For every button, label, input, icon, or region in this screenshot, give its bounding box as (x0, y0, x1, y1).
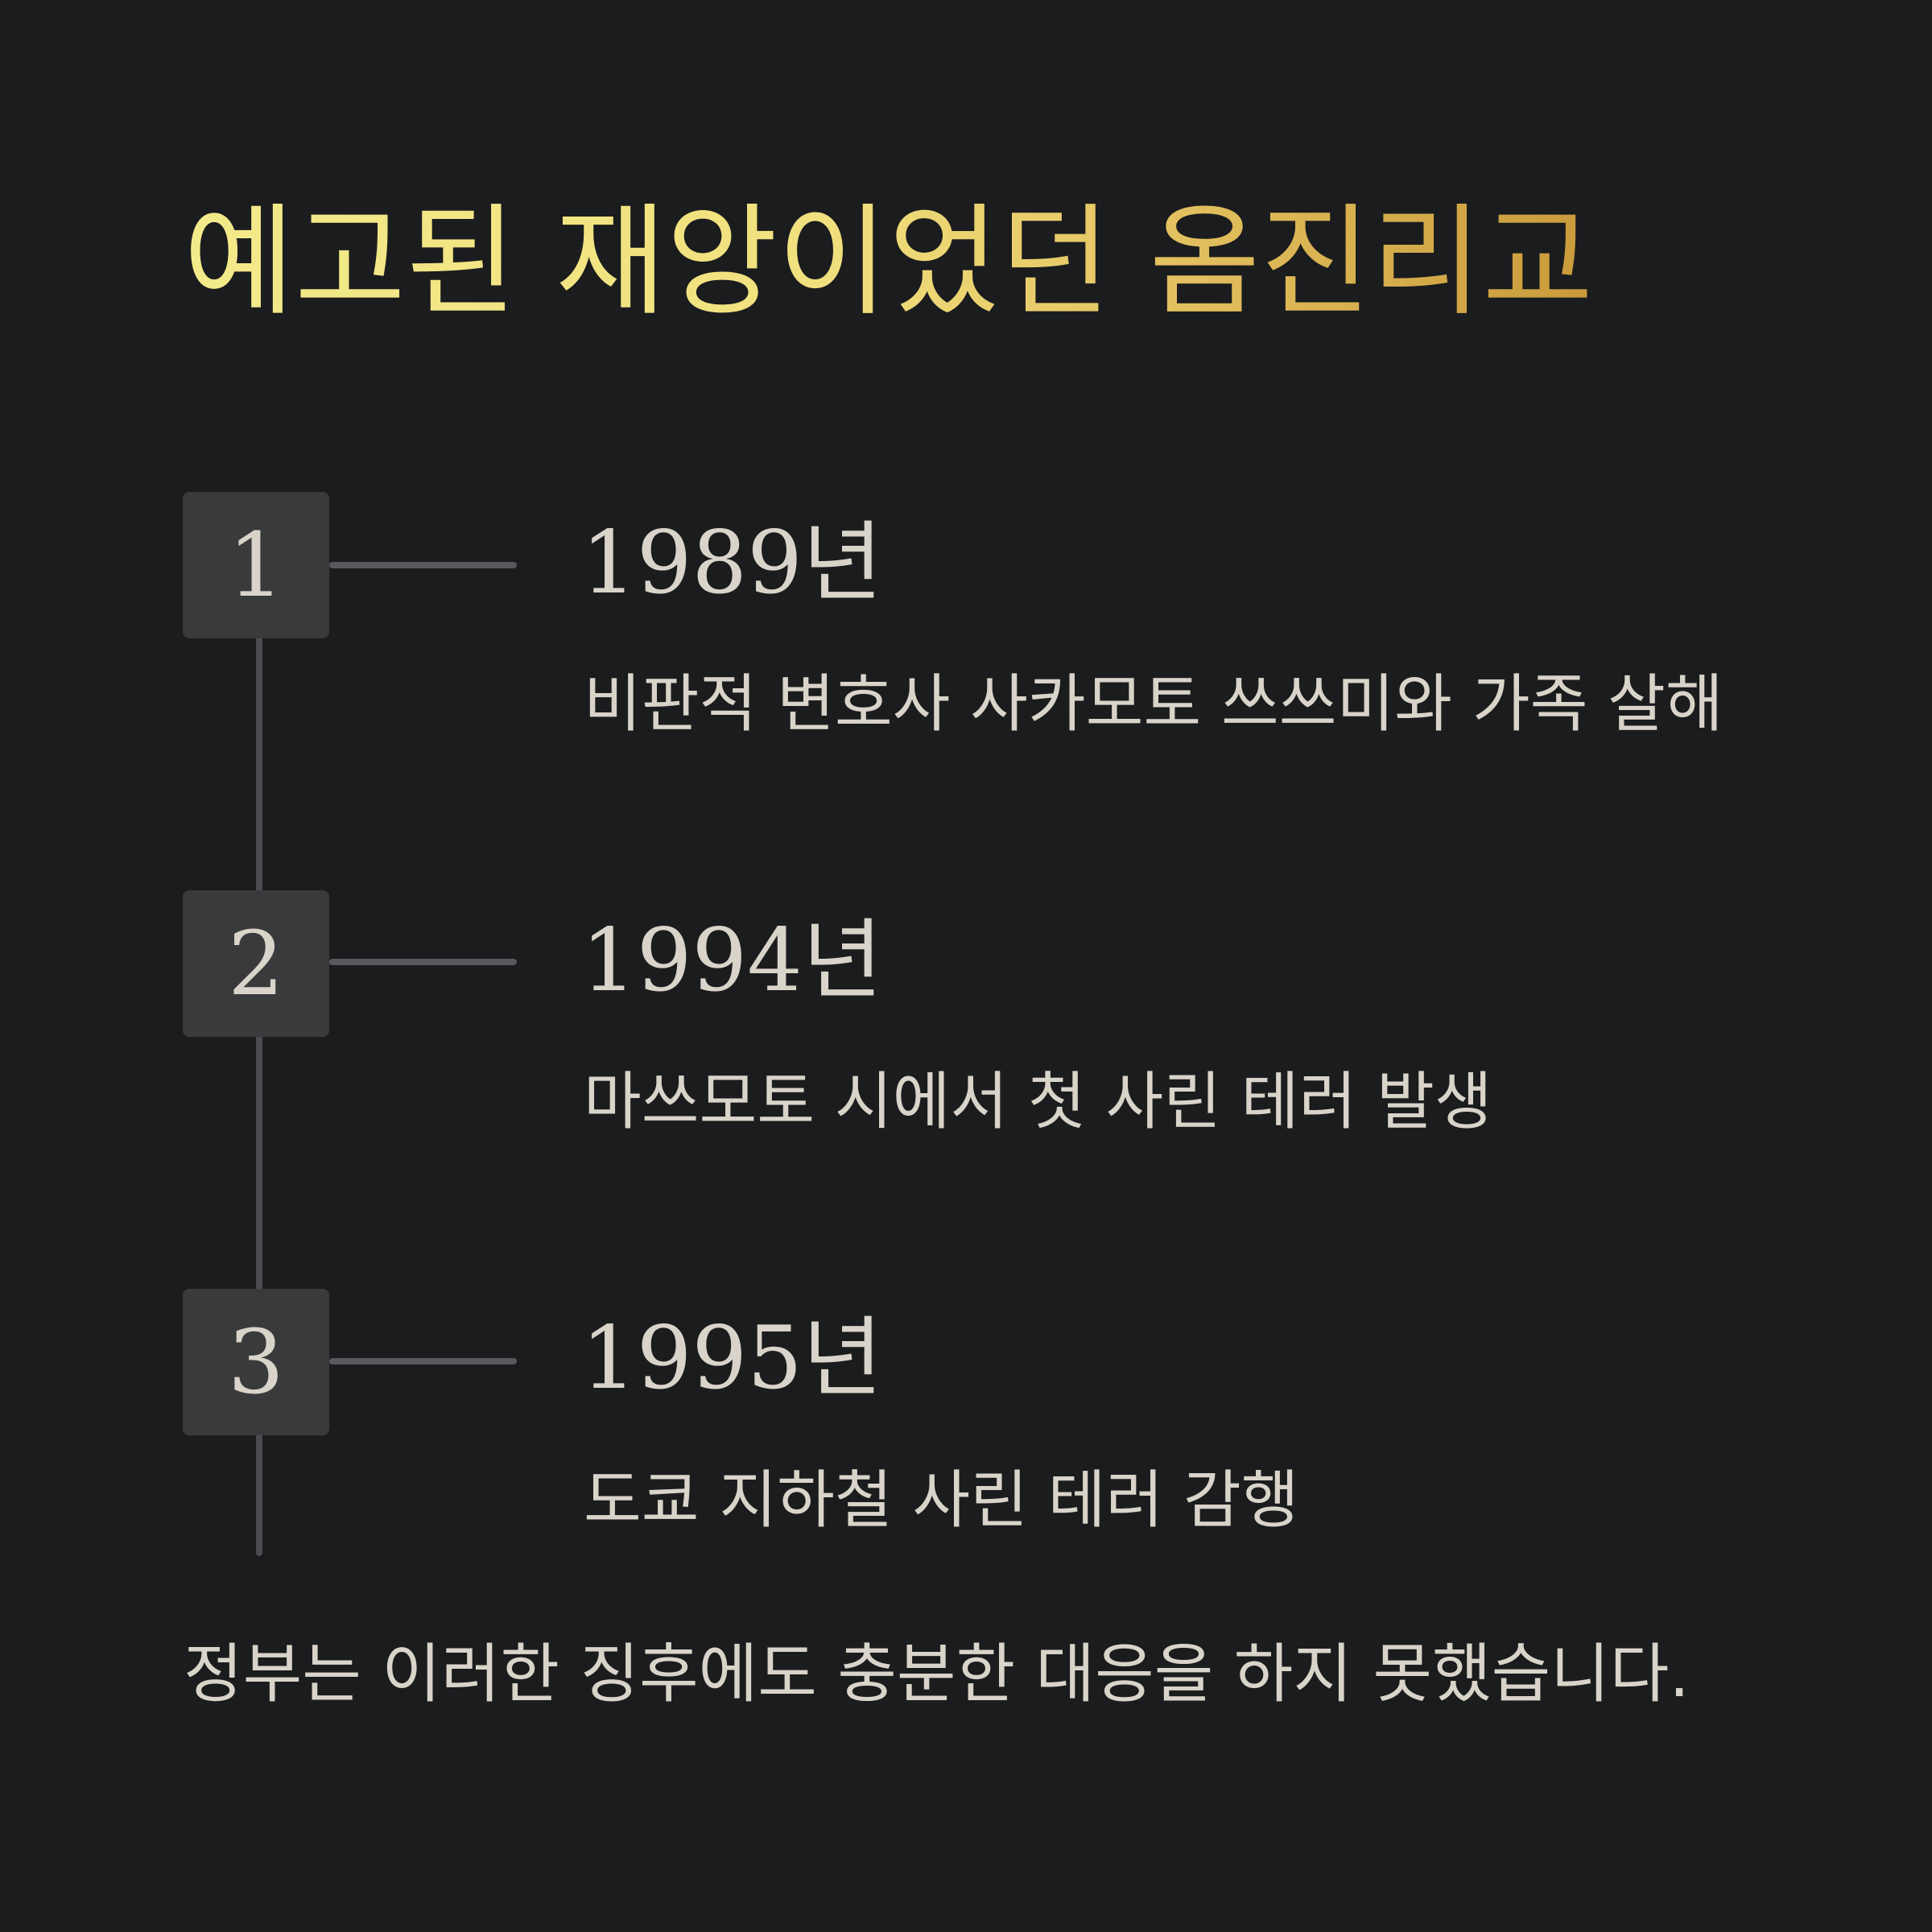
conclusion-text: 정부는 이러한 징후에도 충분한 대응을 하지 못했습니다. (184, 1637, 1690, 1711)
timeline-step-2-connector (329, 959, 517, 965)
timeline-step-3-event: 도쿄 지하철 사린 테러 감행 (584, 1464, 1299, 1537)
timeline-step-2-event: 마쓰모토 시에서 첫 사린 테러 발생 (584, 1066, 1492, 1138)
timeline-spine (256, 564, 262, 1556)
timeline-step-1-badge: 1 (183, 492, 329, 638)
timeline-step-2-badge: 2 (183, 890, 329, 1037)
timeline-step-2-number: 2 (228, 912, 284, 1015)
timeline-step-1-connector (329, 562, 517, 568)
timeline-step-3-number: 3 (228, 1311, 284, 1414)
timeline-step-3-connector (329, 1358, 517, 1364)
timeline-step-2-year: 1994년 (581, 910, 883, 1011)
timeline-step-1-year: 1989년 (581, 513, 883, 613)
timeline-step-1-event: 비판적 변호사 사카모토 쓰쓰미와 가족 살해 (584, 668, 1724, 741)
timeline-step-3-badge: 3 (183, 1289, 329, 1435)
timeline-step-3-year: 1995년 (581, 1308, 883, 1409)
slide-title: 예고된 재앙이었던 옴진리교 (184, 192, 1594, 332)
timeline-step-1-number: 1 (228, 514, 284, 617)
